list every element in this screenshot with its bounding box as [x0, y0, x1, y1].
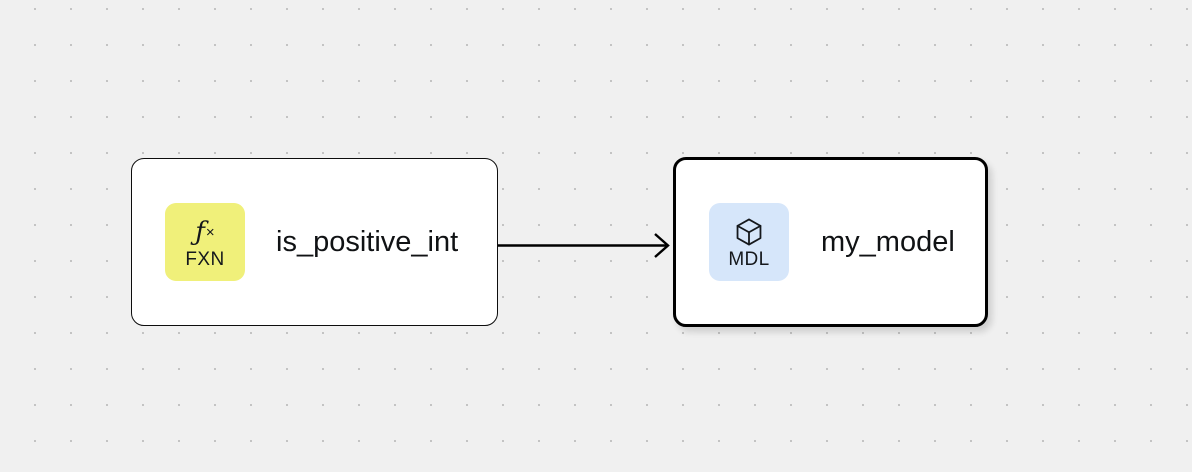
node-label-my-model: my_model — [821, 225, 955, 258]
function-fx-icon: ƒ× — [195, 215, 214, 249]
node-type-badge-mdl: MDL — [709, 203, 789, 281]
edge-fxn-to-mdl[interactable] — [497, 233, 670, 258]
node-label-is-positive-int: is_positive_int — [276, 225, 459, 258]
fx-glyph-symbol: ƒ — [195, 217, 205, 247]
node-type-abbr-fxn: FXN — [185, 249, 225, 270]
edge-arrowhead-icon — [654, 233, 670, 258]
node-type-abbr-mdl: MDL — [728, 249, 770, 270]
graph-node-is-positive-int[interactable]: ƒ× FXN is_positive_int — [131, 158, 498, 326]
cube-icon — [733, 215, 765, 249]
graph-node-my-model[interactable]: MDL my_model — [673, 157, 988, 327]
node-type-badge-fxn: ƒ× FXN — [165, 203, 245, 281]
fx-glyph-times: × — [205, 223, 215, 241]
